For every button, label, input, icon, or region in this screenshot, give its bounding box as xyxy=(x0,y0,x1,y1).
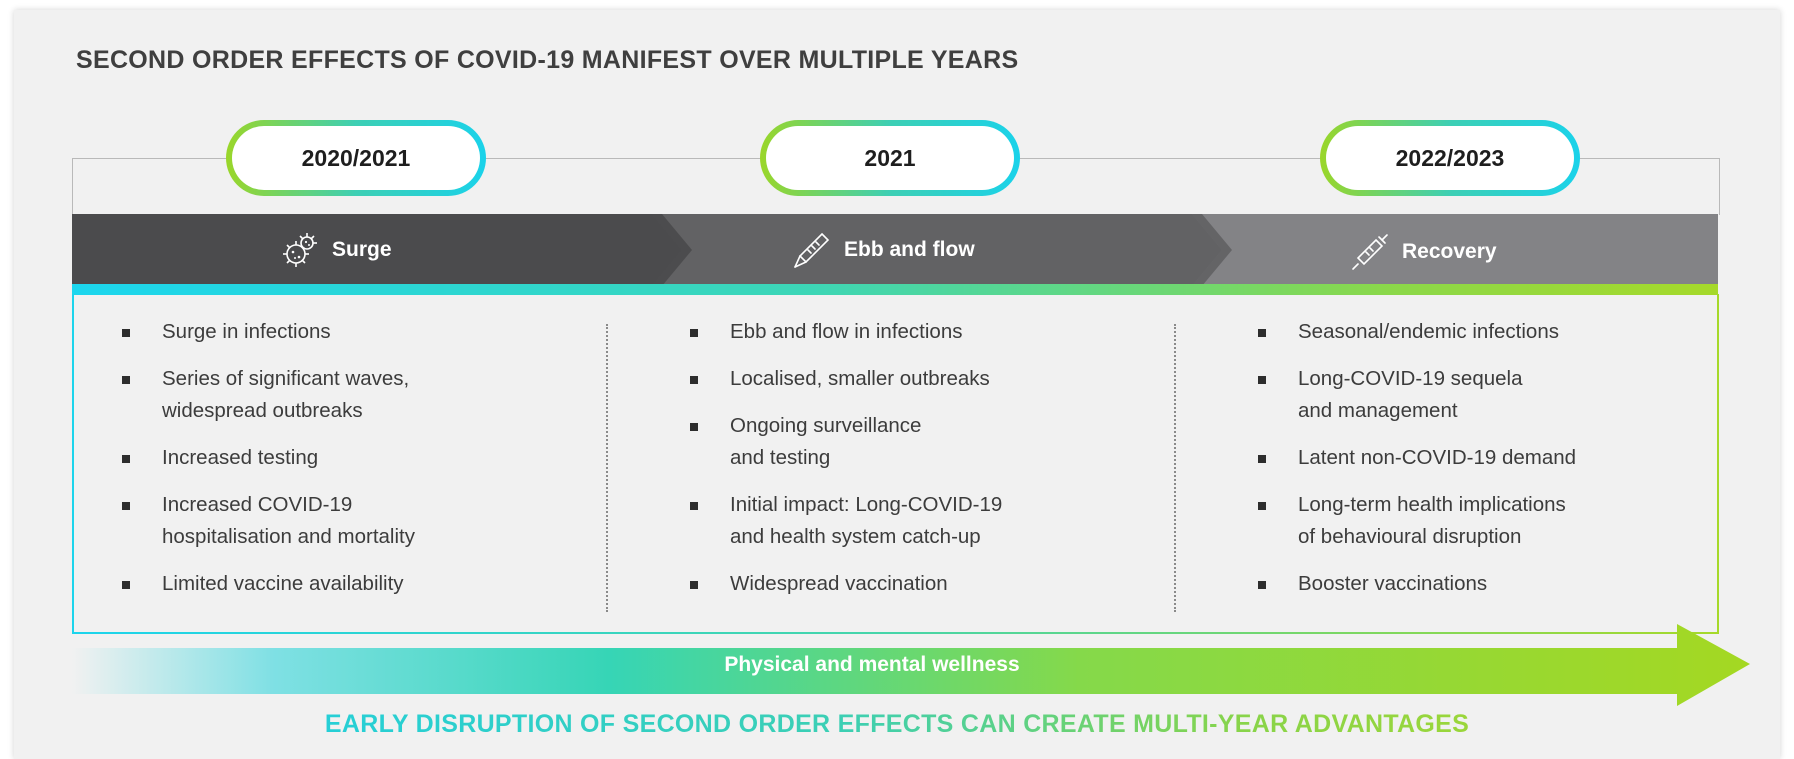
page-title: SECOND ORDER EFFECTS OF COVID-19 MANIFES… xyxy=(76,46,1019,74)
list-item: Ebb and flow in infections xyxy=(690,316,1110,348)
list-item: Limited vaccine availability xyxy=(122,568,542,600)
column-ebb-flow: Ebb and flow in infections Localised, sm… xyxy=(690,316,1110,615)
band-surge xyxy=(72,214,682,286)
column-divider-2 xyxy=(1174,324,1176,612)
column-recovery: Seasonal/endemic infections Long-COVID-1… xyxy=(1258,316,1678,615)
content-box xyxy=(72,294,1719,634)
wellness-label: Physical and mental wellness xyxy=(724,653,1020,676)
wellness-arrow xyxy=(72,624,1750,706)
phase-label-surge: Surge xyxy=(280,214,392,286)
band-recovery xyxy=(1162,214,1718,286)
year-label-2: 2021 xyxy=(766,126,1014,190)
list-item: Localised, smaller outbreaks xyxy=(690,363,1110,395)
band-shadow-1 xyxy=(652,214,692,286)
gradient-divider xyxy=(72,284,1718,295)
year-pill-3: 2022/2023 xyxy=(1320,120,1580,196)
list-item: Initial impact: Long-COVID-19 and health… xyxy=(690,489,1110,553)
list-item: Ongoing surveillance and testing xyxy=(690,410,1110,474)
syringe-icon xyxy=(1352,234,1388,270)
thermometer-icon xyxy=(794,232,830,268)
phase-bands xyxy=(72,214,1718,286)
phase-label-recovery: Recovery xyxy=(1350,216,1497,288)
phase-name-recovery: Recovery xyxy=(1402,240,1497,263)
list-item: Long-term health implications of behavio… xyxy=(1258,489,1678,553)
list-item: Increased COVID-19 hospitalisation and m… xyxy=(122,489,542,553)
footer-tagline: EARLY DISRUPTION OF SECOND ORDER EFFECTS… xyxy=(0,710,1794,739)
year-label-1: 2020/2021 xyxy=(232,126,480,190)
footer-text: EARLY DISRUPTION OF SECOND ORDER EFFECTS… xyxy=(324,710,1470,738)
year-label-3: 2022/2023 xyxy=(1326,126,1574,190)
list-item: Increased testing xyxy=(122,442,542,474)
list-item: Latent non-COVID-19 demand xyxy=(1258,442,1678,474)
list-item: Surge in infections xyxy=(122,316,542,348)
list-item: Booster vaccinations xyxy=(1258,568,1678,600)
year-pill-1: 2020/2021 xyxy=(226,120,486,196)
column-divider-1 xyxy=(606,324,608,612)
band-ebb-flow xyxy=(612,214,1222,286)
virus-icon xyxy=(283,233,317,267)
list-item: Widespread vaccination xyxy=(690,568,1110,600)
list-item: Series of significant waves, widespread … xyxy=(122,363,542,427)
phase-name-surge: Surge xyxy=(332,238,392,261)
list-item: Seasonal/endemic infections xyxy=(1258,316,1678,348)
year-pill-2: 2021 xyxy=(760,120,1020,196)
column-surge: Surge in infections Series of significan… xyxy=(122,316,542,615)
band-shadow-2 xyxy=(1192,214,1232,286)
phase-label-ebb-flow: Ebb and flow xyxy=(792,214,975,286)
phase-name-ebb-flow: Ebb and flow xyxy=(844,238,975,261)
list-item: Long-COVID-19 sequela and management xyxy=(1258,363,1678,427)
